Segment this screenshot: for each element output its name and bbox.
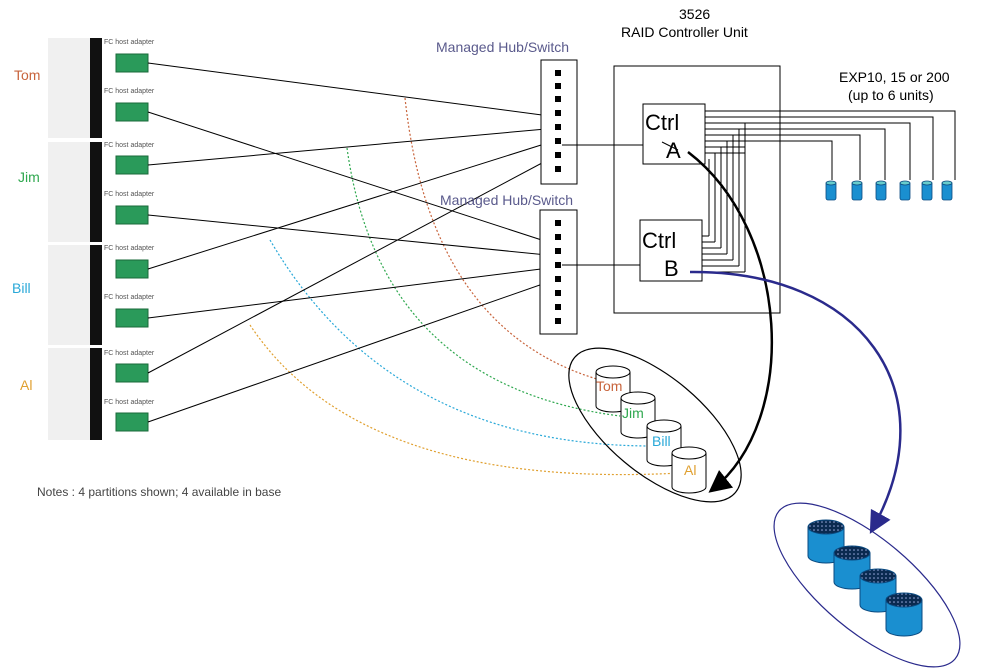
partition-group	[568, 347, 742, 503]
host-label-tom: Tom	[14, 67, 40, 83]
expansion-unit-icon	[825, 180, 837, 201]
adapter-label: FC host adapter	[104, 88, 155, 95]
raid-controller-unit	[613, 65, 781, 314]
server-tom	[48, 38, 102, 138]
fc-cable	[147, 139, 558, 270]
fc-cable	[147, 154, 558, 374]
jim-partition-arc	[346, 147, 621, 417]
tom-partition-arc	[404, 97, 601, 381]
fc-card	[115, 412, 149, 432]
fc-cable	[147, 266, 558, 319]
expansion-label: EXP10, 15 or 200	[839, 69, 950, 85]
controller-unit-title: RAID Controller Unit	[621, 24, 748, 40]
fc-cable	[147, 214, 558, 257]
blue-disk	[885, 592, 923, 637]
fc-cable	[147, 278, 558, 423]
bill-partition-arc	[269, 239, 651, 447]
fc-card	[115, 259, 149, 279]
expansion-unit-icon	[875, 180, 887, 201]
server-jim	[48, 142, 102, 242]
ctrl-a-letter: A	[666, 138, 681, 163]
adapter-label: FC host adapter	[104, 245, 155, 252]
fc-cable	[147, 127, 558, 166]
server-al	[48, 348, 102, 440]
fc-card	[115, 205, 149, 225]
al-partition-arc	[249, 324, 681, 476]
hub-label-top: Managed Hub/Switch	[436, 39, 569, 55]
ctrl-b-arrow	[689, 270, 902, 534]
notes-text: Notes : 4 partitions shown; 4 available …	[37, 485, 281, 499]
adapter-label: FC host adapter	[104, 294, 155, 301]
blue-disk-group	[773, 502, 961, 668]
partition-label-jim: Jim	[622, 405, 644, 421]
fc-card	[115, 155, 149, 175]
hub-switch-top	[540, 59, 578, 185]
expansion-sublabel: (up to 6 units)	[848, 87, 934, 103]
ctrl-b-letter: B	[664, 256, 679, 281]
hub-label-bottom: Managed Hub/Switch	[440, 192, 573, 208]
fc-card	[115, 363, 149, 383]
fc-card	[115, 53, 149, 73]
adapter-label: FC host adapter	[104, 142, 155, 149]
expansion-unit-icon	[921, 180, 933, 201]
controller-unit-model: 3526	[679, 6, 710, 22]
partition-label-al: Al	[684, 462, 696, 478]
partition-label-tom: Tom	[596, 378, 622, 394]
server-bill	[48, 245, 102, 345]
expansion-unit-icon	[851, 180, 863, 201]
ctrl-a-strike-mark	[661, 141, 679, 151]
adapter-label: FC host adapter	[104, 191, 155, 198]
ctrl-a-arrow	[687, 151, 773, 493]
adapter-label: FC host adapter	[104, 350, 155, 357]
host-label-jim: Jim	[18, 169, 40, 185]
expansion-unit-icon	[899, 180, 911, 201]
drive-loop-cables	[702, 110, 956, 273]
hub-switch-bottom	[539, 209, 578, 335]
adapter-label: FC host adapter	[104, 39, 155, 46]
fc-card	[115, 102, 149, 122]
ctrl-b-label: Ctrl	[642, 228, 676, 253]
ctrl-a-label: Ctrl	[645, 110, 679, 135]
partition-disk-al	[671, 446, 707, 494]
partition-label-bill: Bill	[652, 433, 671, 449]
fc-cable	[147, 111, 558, 246]
fc-card	[115, 308, 149, 328]
expansion-unit-icon	[941, 180, 953, 201]
controller-a	[642, 103, 706, 165]
fc-cable	[147, 62, 558, 118]
host-label-al: Al	[20, 377, 32, 393]
adapter-label: FC host adapter	[104, 399, 155, 406]
host-label-bill: Bill	[12, 280, 31, 296]
